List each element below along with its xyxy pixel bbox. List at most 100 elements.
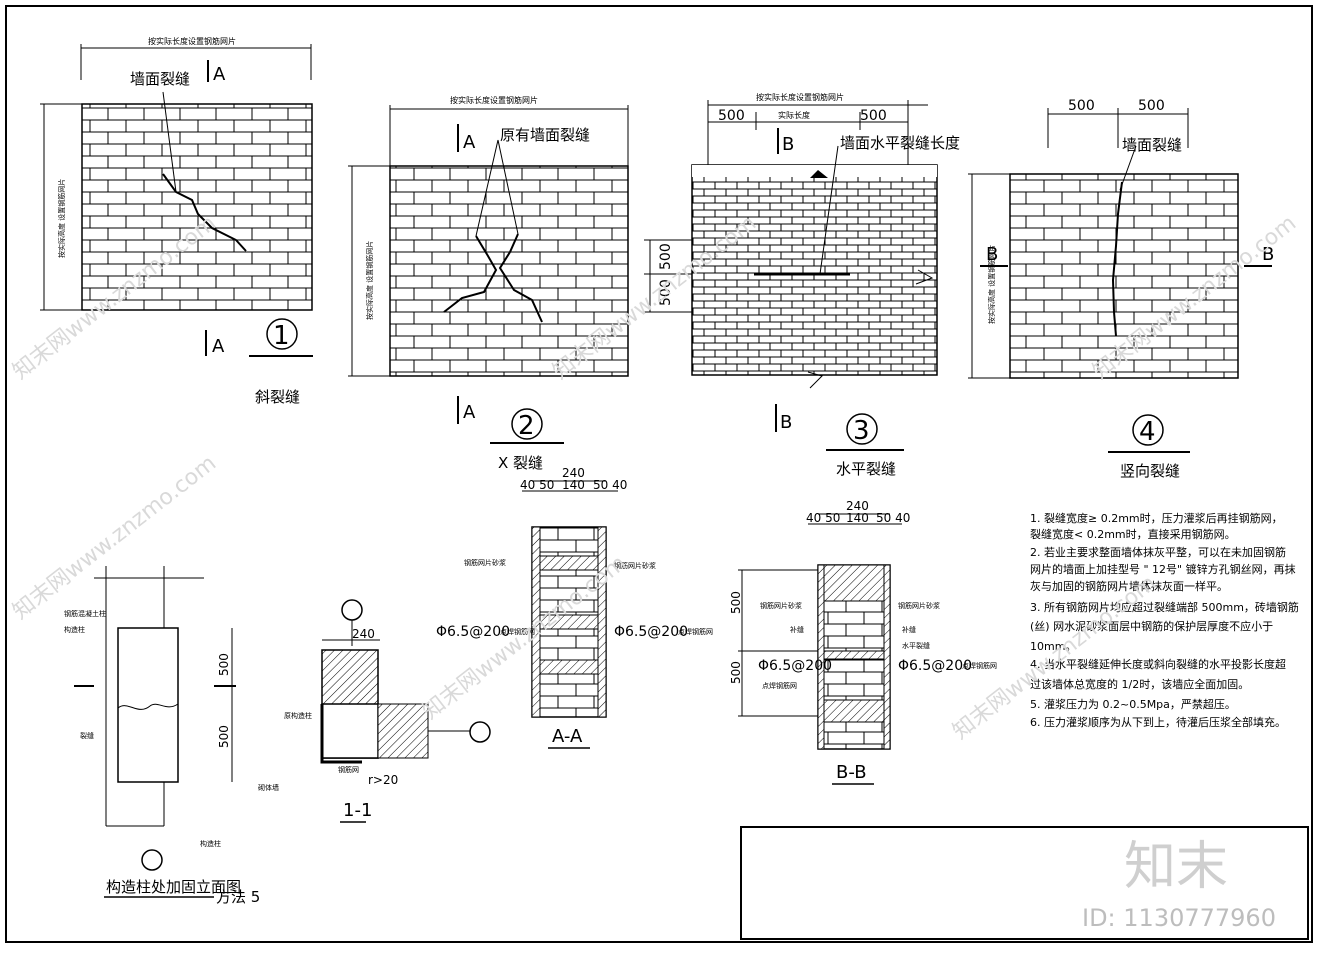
note-line-3: 2. 若业主要求整面墙体抹灰平整，可以在未加固钢筋: [1030, 545, 1286, 559]
panel-2-crack-a: [443, 235, 498, 313]
watermark-text: 知末网www.znzmo.com: [8, 451, 221, 625]
panel-2-cut-a-bottom: A: [463, 402, 476, 423]
section-a-weld-left: 点焊钢筋网: [500, 627, 535, 636]
elev-col-label-a: 钢筋混凝土柱: [64, 609, 106, 618]
section-1-wall: 砌体墙: [258, 783, 279, 792]
section-a-dim-140: 140: [562, 478, 585, 492]
note-line-8: 10mm。: [1030, 640, 1076, 653]
section-b-dim-500-up: 500: [729, 591, 743, 614]
panel-1-caption: 斜裂缝: [255, 388, 300, 406]
column-elevation: 500 500 钢筋混凝土柱 构造柱 裂缝 构造柱 构造柱处加固立面图 方法 5: [64, 566, 260, 906]
panel-3-number-circle: [846, 413, 878, 445]
panel-3-cut-b-bottom: B: [780, 412, 792, 433]
panel-2-number: 2: [518, 411, 535, 441]
elev-crack-label: 裂缝: [80, 731, 94, 740]
panel-3-dim-right: 500: [860, 108, 887, 124]
panel-1-leader-label: 墙面裂缝: [130, 70, 190, 88]
panel-4-dim-left: 500: [1068, 98, 1095, 114]
panel-4-cut-b-left: B: [986, 244, 998, 265]
panel-2-crack-b: [498, 233, 543, 323]
section-b-dim-240: 240: [846, 499, 869, 513]
note-line-10: 过该墙体总宽度的 1/2时，该墙应全面加固。: [1030, 677, 1249, 691]
section-1-label: 1-1: [343, 800, 372, 821]
panel-4-side-label: 按实际高度 设置钢筋网片: [987, 245, 996, 324]
watermark-id: ID: 1130777960: [1082, 904, 1276, 932]
section-b-mesh-left: 钢筋网片砂浆: [760, 601, 802, 610]
panel-1-number: 1: [273, 321, 290, 351]
section-b-rebar-right: Φ6.5@200: [898, 658, 972, 674]
section-b-weld-right: 点焊钢筋网: [962, 661, 997, 670]
panel-3-caption: 水平裂缝: [836, 460, 896, 478]
panel-3-cut-b-top: B: [782, 134, 794, 155]
panel-1-number-circle: [266, 318, 298, 350]
section-1-mesh: 钢筋网: [338, 765, 359, 774]
section-b-b: 240 40 50 140 50 40 500 500 钢筋网片砂浆 钢筋网片砂…: [729, 499, 997, 785]
panel-4-caption: 竖向裂缝: [1120, 462, 1180, 480]
panel-1-side-label: 按实际高度 设置钢筋网片: [57, 179, 66, 258]
note-line-9: 4. 当水平裂缝延伸长度或斜向裂缝的水平投影长度超: [1030, 657, 1286, 671]
panel-1-diagonal-crack: 按实际长度设置钢筋网片 按实际高度 设置钢筋网片 墙面裂缝 A A 1 斜裂缝: [40, 36, 313, 406]
elev-dim-500-up: 500: [217, 653, 231, 676]
note-line-11: 5. 灌浆压力为 0.2~0.5Mpa，严禁超压。: [1030, 697, 1236, 711]
panel-3-leader-label: 墙面水平裂缝长度: [840, 134, 960, 152]
section-a-mesh-right: 钢筋网片砂浆: [614, 561, 656, 570]
panel-4-number: 4: [1139, 417, 1156, 447]
drawing-border: [5, 5, 1313, 943]
panel-2-caption: X 裂缝: [498, 454, 543, 472]
section-1-original-col: 原构造柱: [284, 711, 312, 720]
note-line-5: 灰与加固的钢筋网片墙体抹灰面一样平。: [1030, 579, 1228, 593]
elev-col-right-label: 构造柱: [200, 839, 221, 848]
panel-4-dim-right: 500: [1138, 98, 1165, 114]
panel-4-wall: [1009, 173, 1239, 379]
section-b-weld-left: 点焊钢筋网: [762, 681, 797, 690]
section-1-1: 240 原构造柱 钢筋网 砌体墙 r>20 1-1: [258, 599, 491, 823]
panel-1-cut-a-top: A: [213, 64, 226, 85]
panel-2-x-crack: 按实际长度设置钢筋网片 按实际高度 设置钢筋网片 原有墙面裂缝 A A 2 X …: [348, 95, 629, 472]
panel-1-cut-a-bottom: A: [212, 336, 225, 357]
note-line-2: 裂缝宽度< 0.2mm时，直接采用钢筋网。: [1030, 527, 1236, 541]
note-line-7: (丝) 网水泥砂浆面层中钢筋的保护层厚度不应小于: [1030, 619, 1273, 633]
panel-2-side-label: 按实际高度 设置钢筋网片: [365, 241, 374, 320]
elevation-title: 构造柱处加固立面图: [106, 878, 241, 896]
panel-2-cut-a-top: A: [463, 132, 476, 153]
section-b-label: B-B: [836, 762, 867, 783]
section-a-dim-right: 50 40: [593, 478, 627, 492]
section-b-water-joint: 水平裂缝: [902, 641, 930, 650]
section-b-joint-left: 补缝: [790, 625, 804, 634]
panel-3-dim-label: 按实际长度设置钢筋网片: [756, 92, 844, 102]
section-1-r20: r>20: [368, 773, 398, 787]
note-line-12: 6. 压力灌浆顺序为从下到上，待灌后压浆全部填充。: [1030, 715, 1286, 729]
section-a-mesh-left: 钢筋网片砂浆: [464, 558, 506, 567]
section-a-label: A-A: [552, 726, 583, 747]
panel-2-wall: [389, 165, 629, 377]
panel-4-leader-label: 墙面裂缝: [1122, 136, 1182, 154]
panel-2-number-circle: [511, 408, 543, 440]
section-b-mesh-right: 钢筋网片砂浆: [898, 601, 940, 610]
panel-1-dim-label: 按实际长度设置钢筋网片: [148, 36, 236, 46]
section-b-dim-right: 50 40: [876, 511, 910, 525]
panel-3-dim-down: 500: [658, 279, 674, 306]
method-5-label: 方法 5: [216, 888, 260, 906]
section-b-dim-left: 40 50: [806, 511, 840, 525]
note-line-6: 3. 所有钢筋网片均应超过裂缝端部 500mm，砖墙钢筋: [1030, 600, 1299, 614]
elev-dim-500-down: 500: [217, 725, 231, 748]
section-a-a: 240 40 50 140 50 40 钢筋网片砂浆 钢筋网片砂浆 Φ6.5@2…: [436, 466, 713, 749]
section-b-rebar-left: Φ6.5@200: [758, 658, 832, 674]
panel-4-number-circle: [1132, 414, 1164, 446]
watermark-logo: 知末: [1124, 837, 1228, 897]
panel-4-cut-b-right: B: [1262, 244, 1274, 265]
panel-4-vertical-crack: 500 500 按实际高度 设置钢筋网片 墙面裂缝 B B 4 竖向裂缝: [968, 98, 1274, 480]
panel-3-horizontal-crack: 按实际长度设置钢筋网片 500 500 实际长度 墙面水平裂缝长度 500 50…: [644, 92, 960, 478]
panel-3-dim-left: 500: [718, 108, 745, 124]
section-a-dim-left: 40 50: [520, 478, 554, 492]
note-line-4: 网片的墙面上加挂型号 " 12号" 镀锌方孔钢丝网，再抹: [1030, 562, 1296, 576]
panel-1-wall: [81, 103, 313, 311]
panel-4-crack: [1111, 181, 1123, 337]
panel-2-dim-label: 按实际长度设置钢筋网片: [450, 95, 538, 105]
section-a-rebar-right: Φ6.5@200: [614, 624, 688, 640]
panel-2-leader-label: 原有墙面裂缝: [500, 126, 590, 144]
section-a-rebar-left: Φ6.5@200: [436, 624, 510, 640]
section-b-dim-500-down: 500: [729, 661, 743, 684]
general-notes: 1. 裂缝宽度≥ 0.2mm时，压力灌浆后再挂钢筋网， 裂缝宽度< 0.2mm时…: [1030, 511, 1299, 729]
